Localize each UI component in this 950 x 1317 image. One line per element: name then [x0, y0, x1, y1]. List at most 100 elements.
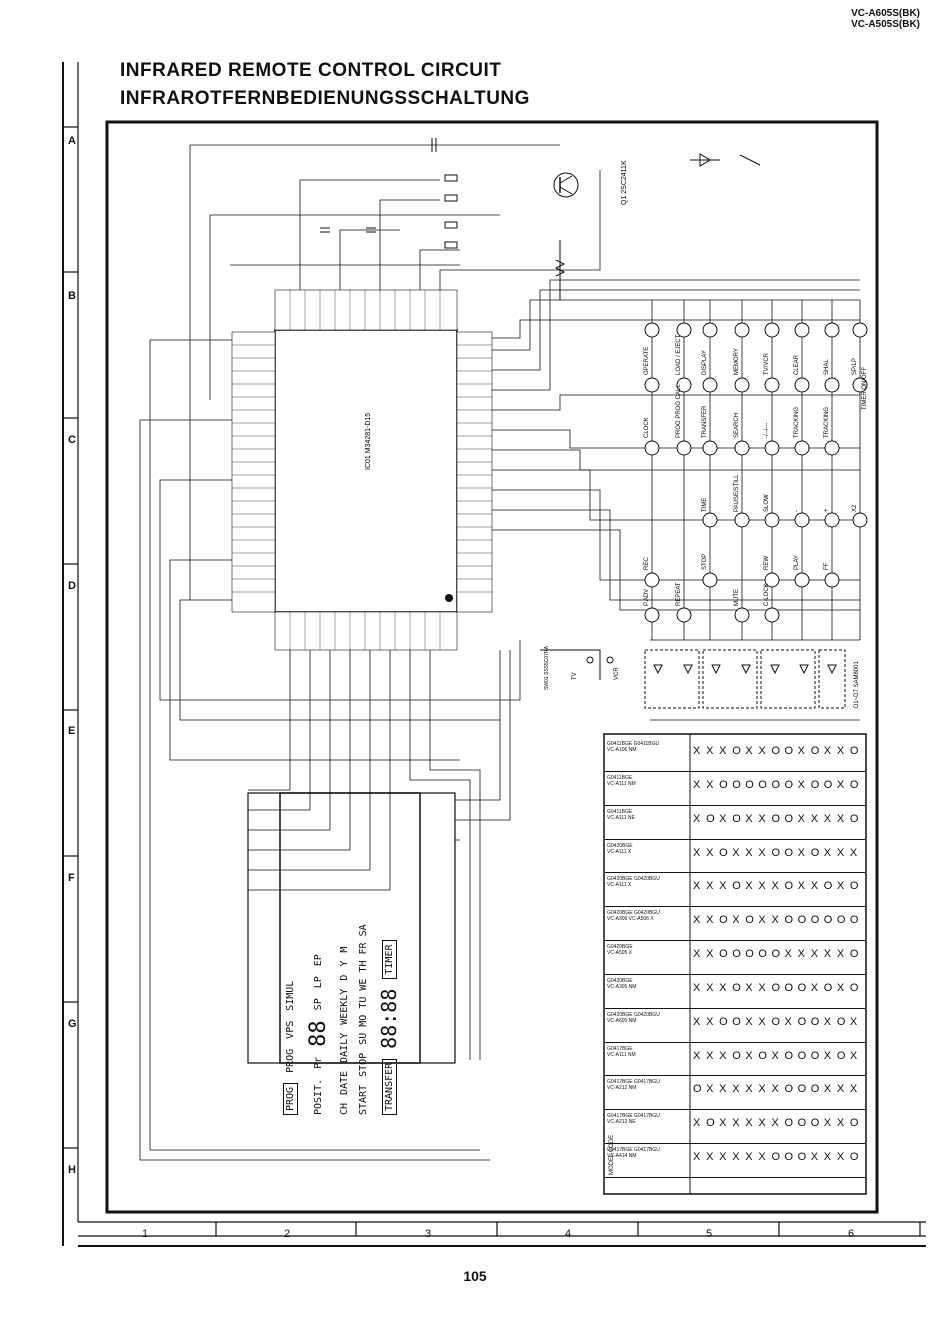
table-model-name: VC-A111 NE	[607, 814, 635, 821]
table-mark: O	[797, 981, 807, 994]
table-model-code: G0411BGE	[607, 774, 633, 781]
table-mark: X	[745, 745, 753, 757]
table-mark: X	[732, 1117, 740, 1130]
table-mark: X	[823, 745, 832, 757]
key-sp-lp: SP/LP	[852, 358, 858, 375]
title-english: INFRARED REMOTE CONTROL CIRCUIT	[120, 60, 502, 81]
lcd-sp: SP	[313, 998, 324, 1011]
key-tracking-up: TRACKING	[824, 407, 830, 438]
table-mark: X	[758, 846, 766, 859]
table-mark: O	[758, 948, 767, 961]
table-mark: X	[693, 745, 701, 757]
ic-pins	[231, 289, 493, 651]
row-label-g: G	[68, 1018, 77, 1030]
table-mark: X	[706, 1151, 714, 1164]
table-mark: O	[719, 1015, 728, 1028]
table-mark: O	[771, 1151, 781, 1164]
key-mute: MUTE	[734, 589, 740, 606]
table-mark: X	[797, 846, 805, 859]
key-shal: SHAL	[824, 359, 830, 375]
table-mark: X	[693, 880, 701, 893]
table-mark: X	[810, 880, 819, 893]
lcd-y: Y	[339, 960, 350, 967]
table-row-divider	[605, 804, 865, 806]
table-mark: X	[719, 1083, 727, 1096]
table-mark: X	[732, 846, 740, 859]
table-mark: X	[771, 1083, 779, 1096]
table-row-divider	[605, 906, 865, 908]
table-mark: X	[719, 1151, 727, 1164]
key-clock: CLOCK	[644, 417, 650, 438]
table-mark: O	[797, 1015, 807, 1028]
table-mark: X	[849, 1015, 858, 1028]
ic-pin-lines	[232, 290, 492, 650]
key-tracking-down: TRACKING	[794, 407, 800, 438]
row-label-e: E	[68, 725, 76, 737]
table-mark: X	[758, 914, 766, 927]
col-label-2: 2	[284, 1228, 291, 1240]
table-mark: X	[823, 1151, 832, 1164]
table-mark: O	[810, 846, 820, 859]
table-mark: O	[719, 846, 728, 859]
diode-label: D1~D7 SAM8001	[854, 660, 860, 708]
table-mark: X	[797, 880, 805, 893]
row-label-b: B	[68, 290, 76, 302]
table-row-divider	[605, 1177, 865, 1178]
row-ticks	[62, 62, 79, 1222]
table-mark: X	[745, 981, 753, 994]
table-mark: X	[771, 880, 779, 893]
table-model-name: VC-A414 NM	[607, 1153, 637, 1160]
inner-border	[105, 120, 879, 1214]
key-plus: +	[824, 508, 830, 512]
table-mark: X	[693, 914, 701, 927]
key-rec: REC	[644, 557, 650, 570]
table-mark: X	[745, 846, 753, 859]
table-mark: X	[706, 981, 714, 994]
table-mark: O	[732, 880, 741, 893]
ic-body	[274, 329, 458, 613]
table-mark: O	[745, 778, 754, 791]
table-model-name: VC-A106 NM	[607, 747, 637, 753]
key-digit: -/--/---	[764, 423, 770, 438]
table-mark: X	[745, 1083, 753, 1096]
table-mark: X	[745, 1117, 753, 1130]
table-mark: X	[797, 812, 805, 825]
key-transfer: TRANSFER	[702, 405, 708, 438]
lcd-d: D	[339, 974, 350, 981]
table-model-code: G0417BGE G0417BGU	[607, 1147, 660, 1154]
lcd-stop: STOP	[358, 1052, 369, 1077]
lcd-daily: DAILY	[339, 1032, 350, 1063]
table-mark: O	[849, 914, 859, 927]
table-mark: X	[784, 948, 792, 961]
table-mark: X	[758, 880, 766, 893]
table-mark: X	[719, 1049, 727, 1062]
table-mark: O	[784, 981, 794, 994]
lcd-timer: TIMER	[381, 940, 397, 979]
table-row-divider	[605, 940, 865, 942]
table-mark: X	[771, 1049, 779, 1062]
table-mark: X	[823, 1083, 832, 1096]
lcd-prog-box: PROG	[283, 1082, 298, 1115]
table-mark: X	[758, 1151, 766, 1164]
table-mark: O	[745, 914, 754, 927]
row-label-a: A	[68, 135, 76, 147]
table-mark: X	[771, 914, 779, 927]
table-mark: O	[810, 745, 820, 757]
table-mark: O	[797, 1117, 807, 1130]
table-mark: X	[849, 1083, 858, 1096]
oscillator-components	[320, 138, 566, 300]
table-mark: X	[836, 745, 845, 757]
table-mark: X	[823, 1117, 832, 1130]
table-mark: X	[706, 1049, 714, 1062]
key-search: SEARCH	[734, 413, 740, 438]
table-mark: O	[771, 948, 781, 961]
key-labels: OPERATE LOAD / EJECT DISPLAY MEMORY TV/V…	[644, 334, 868, 606]
key-p-adv: P.ADV	[644, 589, 650, 606]
model-line-1: VC-A605S(BK)	[851, 8, 920, 19]
